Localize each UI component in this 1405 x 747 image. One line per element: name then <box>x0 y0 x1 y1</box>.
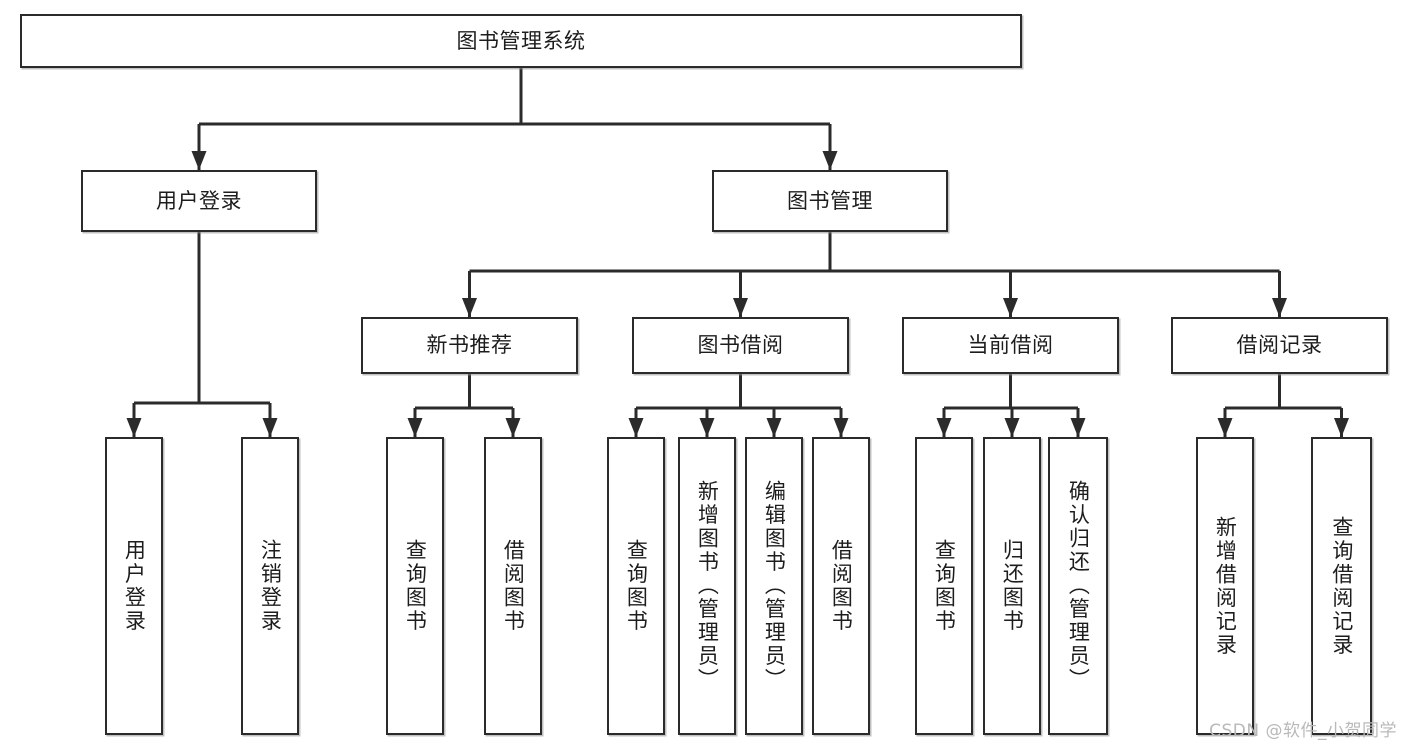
node-leaf-query-book-2[interactable]: 查询图书 <box>607 437 665 735</box>
node-label: 用户登录 <box>122 539 147 633</box>
node-leaf-query-book-1[interactable]: 查询图书 <box>386 437 444 735</box>
node-leaf-logout[interactable]: 注销登录 <box>241 437 299 735</box>
node-leaf-confirm-return[interactable]: 确认归还（管理员） <box>1048 437 1108 735</box>
node-label: 归还图书 <box>1000 539 1025 633</box>
node-book-borrow[interactable]: 图书借阅 <box>632 317 849 374</box>
node-leaf-query-record[interactable]: 查询借阅记录 <box>1311 437 1372 735</box>
node-label: 借阅图书 <box>829 539 854 633</box>
node-leaf-user-login[interactable]: 用户登录 <box>105 437 163 735</box>
node-book-manage[interactable]: 图书管理 <box>712 170 948 232</box>
node-label: 查询图书 <box>403 539 428 633</box>
node-label: 当前借阅 <box>967 333 1054 358</box>
node-label: 查询图书 <box>932 539 957 633</box>
node-label: 注销登录 <box>258 539 283 633</box>
node-label: 确认归还（管理员） <box>1066 480 1091 692</box>
node-label: 用户登录 <box>156 188 242 213</box>
node-root[interactable]: 图书管理系统 <box>20 14 1022 68</box>
node-leaf-add-record[interactable]: 新增借阅记录 <box>1196 437 1254 735</box>
node-label: 借阅记录 <box>1236 333 1323 358</box>
node-label: 新书推荐 <box>426 333 513 358</box>
node-leaf-edit-book[interactable]: 编辑图书（管理员） <box>745 437 803 735</box>
node-label: 编辑图书（管理员） <box>762 480 787 692</box>
node-label: 图书借阅 <box>697 333 784 358</box>
node-user-login[interactable]: 用户登录 <box>81 170 317 232</box>
node-label: 查询图书 <box>624 539 649 633</box>
node-borrow-record[interactable]: 借阅记录 <box>1171 317 1388 374</box>
node-label: 图书管理 <box>787 188 873 213</box>
node-leaf-borrow-book-2[interactable]: 借阅图书 <box>812 437 870 735</box>
node-label: 新增借阅记录 <box>1213 515 1238 657</box>
node-label: 图书管理系统 <box>456 28 586 53</box>
node-current-borrow[interactable]: 当前借阅 <box>902 317 1119 374</box>
node-label: 借阅图书 <box>501 539 526 633</box>
node-label: 查询借阅记录 <box>1329 515 1354 657</box>
node-leaf-borrow-book-1[interactable]: 借阅图书 <box>484 437 542 735</box>
node-leaf-add-book[interactable]: 新增图书（管理员） <box>678 437 736 735</box>
node-new-book-rec[interactable]: 新书推荐 <box>361 317 578 374</box>
node-leaf-query-book-3[interactable]: 查询图书 <box>915 437 973 735</box>
node-label: 新增图书（管理员） <box>695 480 720 692</box>
node-leaf-return-book[interactable]: 归还图书 <box>983 437 1041 735</box>
